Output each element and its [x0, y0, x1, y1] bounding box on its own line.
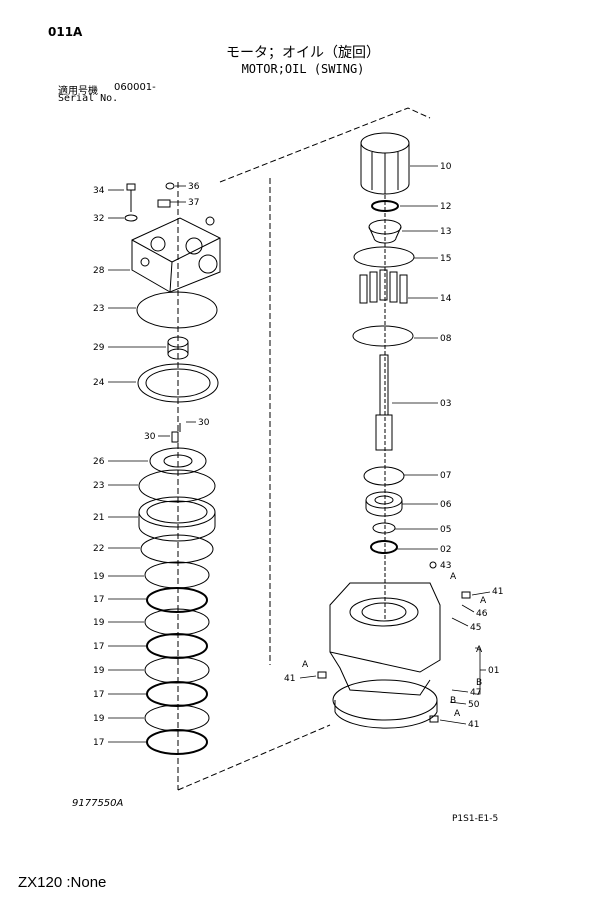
- callout-41: 41: [468, 720, 479, 730]
- diagram-code: 011A: [48, 25, 83, 39]
- shaft-icon: [375, 354, 393, 451]
- serial-label-english: Serial No.: [58, 93, 119, 104]
- drawing-number: 9177550A: [72, 798, 124, 809]
- callout-02: 02: [440, 545, 451, 555]
- serial-label-japanese: 適用号機: [58, 86, 98, 97]
- ref-mark-a: A: [476, 645, 483, 655]
- callout-32: 32: [93, 214, 104, 224]
- title-japanese: モータ；オイル（旋回）: [226, 45, 380, 61]
- callout-41: 41: [284, 674, 295, 684]
- callout-17: 17: [93, 595, 104, 605]
- callout-36: 36: [188, 182, 200, 192]
- callout-22: 22: [93, 544, 104, 554]
- callout-37: 37: [188, 198, 199, 208]
- callout-labels-left: 34 36 37 32 28 23 29 24 30 30 26 23 21 2…: [93, 182, 210, 748]
- callout-41: 41: [492, 587, 503, 597]
- oil-seal-icon: [370, 540, 398, 554]
- callout-14: 14: [440, 294, 452, 304]
- casing-icon: [329, 582, 441, 729]
- callout-07: 07: [440, 471, 451, 481]
- frame-line-bottom: [177, 724, 331, 791]
- ref-mark-a: A: [302, 660, 309, 670]
- plug-icon: [429, 561, 437, 569]
- plate-icon: [149, 447, 207, 475]
- callout-labels-right: 10 12 13 15 14 08 03 07 06 05 02 43 41 4…: [284, 162, 503, 730]
- plate-icon: [352, 325, 414, 347]
- title-english: MOTOR;OIL (SWING): [241, 62, 365, 76]
- callout-23: 23: [93, 481, 104, 491]
- callout-45: 45: [470, 623, 481, 633]
- leader-lines: [108, 165, 491, 743]
- page-code: P1S1-E1-5: [452, 814, 499, 824]
- plug-icon: [461, 591, 471, 599]
- callout-17: 17: [93, 642, 104, 652]
- snap-ring-icon: [363, 466, 405, 486]
- callout-34: 34: [93, 186, 105, 196]
- plate-inner-icon: [145, 368, 211, 398]
- reference-marks: A A A A B B A: [302, 572, 487, 719]
- washer-icon: [124, 214, 138, 222]
- callout-01: 01: [488, 666, 499, 676]
- callout-12: 12: [440, 202, 451, 212]
- piston-icon: [138, 496, 216, 542]
- callout-23: 23: [93, 304, 104, 314]
- plate-inner-icon: [163, 454, 193, 468]
- callout-29: 29: [93, 343, 105, 353]
- callout-30: 30: [144, 432, 156, 442]
- ring-icon: [140, 534, 214, 564]
- callout-19: 19: [93, 714, 105, 724]
- ref-mark-a: A: [454, 709, 461, 719]
- plug-icon: [317, 671, 327, 679]
- bolt-icon: [126, 183, 136, 212]
- bearing-icon: [365, 491, 403, 517]
- serial-value: 060001-: [114, 82, 156, 93]
- ref-mark-a: A: [450, 572, 457, 582]
- plate-icon: [353, 246, 415, 268]
- callout-06: 06: [440, 500, 452, 510]
- pin-icon: [157, 182, 175, 208]
- o-ring-icon: [136, 291, 218, 329]
- ref-mark-b: B: [476, 678, 482, 688]
- callout-24: 24: [93, 378, 105, 388]
- callout-19: 19: [93, 618, 105, 628]
- model-footer: ZX120 :None: [18, 874, 107, 891]
- callout-30: 30: [198, 418, 210, 428]
- callout-08: 08: [440, 334, 452, 344]
- piston-assy-icon: [359, 269, 408, 304]
- valve-cover-icon: [131, 216, 221, 293]
- callout-46: 46: [476, 609, 488, 619]
- bearing-icon: [167, 336, 189, 360]
- callout-17: 17: [93, 738, 104, 748]
- callout-05: 05: [440, 525, 451, 535]
- ring-icon: [371, 200, 399, 212]
- callout-17: 17: [93, 690, 104, 700]
- callout-50: 50: [468, 700, 480, 710]
- callout-15: 15: [440, 254, 451, 264]
- frame-line-top: [219, 107, 431, 183]
- callout-26: 26: [93, 457, 105, 467]
- callout-21: 21: [93, 513, 104, 523]
- plate-icon: [137, 363, 219, 403]
- pin-icon: [171, 423, 181, 443]
- o-ring-icon: [138, 469, 216, 503]
- callout-47: 47: [470, 688, 481, 698]
- plate-stack: [144, 561, 210, 755]
- callout-10: 10: [440, 162, 452, 172]
- ref-mark-b: B: [450, 696, 456, 706]
- plug-icon: [429, 715, 439, 723]
- callout-19: 19: [93, 666, 105, 676]
- callout-28: 28: [93, 266, 105, 276]
- collar-icon: [368, 219, 402, 244]
- callout-43: 43: [440, 561, 451, 571]
- ref-mark-a: A: [480, 596, 487, 606]
- cylinder-block-icon: [360, 132, 410, 195]
- ring-icon: [372, 522, 396, 534]
- callout-03: 03: [440, 399, 451, 409]
- callout-19: 19: [93, 572, 105, 582]
- callout-13: 13: [440, 227, 451, 237]
